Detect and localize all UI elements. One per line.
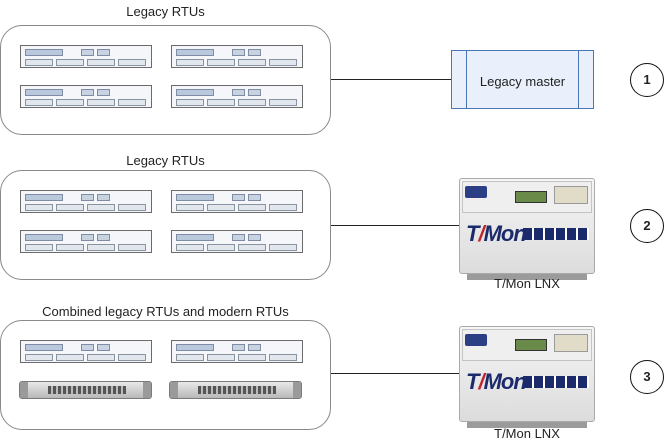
- dps-logo-icon: [465, 334, 487, 346]
- legacy-rtu: [171, 190, 303, 213]
- group-3-title: Combined legacy RTUs and modern RTUs: [42, 304, 289, 319]
- lcd-display-icon: [515, 191, 547, 203]
- step-badge-3: 3: [630, 360, 664, 394]
- connector-line-3: [331, 373, 459, 374]
- legacy-master-box: Legacy master: [451, 50, 594, 109]
- legacy-rtu: [171, 85, 303, 108]
- dps-logo-icon: [465, 186, 487, 198]
- timon-brand-mark: T/Mon: [466, 369, 527, 394]
- connector-line-2: [331, 225, 459, 226]
- legacy-rtu: [20, 340, 152, 363]
- connector-line-1: [331, 79, 451, 80]
- rtu-group-2: [0, 170, 331, 280]
- modern-rtu: [169, 381, 302, 399]
- legacy-rtu: [171, 340, 303, 363]
- rtu-group-1: [0, 25, 331, 135]
- drive-bay-icon: [554, 334, 588, 352]
- rtu-group-3: [0, 320, 331, 430]
- timon-lnx-device: T/Mon: [459, 326, 595, 428]
- timon-lnx-device: T/Mon: [459, 178, 595, 280]
- timon-caption-1: T/Mon LNX: [494, 276, 560, 291]
- group-2-title: Legacy RTUs: [126, 153, 205, 168]
- group-1-title: Legacy RTUs: [126, 4, 205, 19]
- legacy-rtu: [171, 230, 303, 253]
- step-badge-2: 2: [630, 209, 664, 243]
- step-badge-1: 1: [630, 63, 664, 97]
- lcd-display-icon: [515, 339, 547, 351]
- timon-caption-2: T/Mon LNX: [494, 426, 560, 441]
- legacy-rtu: [20, 45, 152, 68]
- timon-brand-mark: T/Mon: [466, 221, 527, 246]
- legacy-rtu: [20, 230, 152, 253]
- lnx-badge-icon: [523, 376, 589, 388]
- drive-bay-icon: [554, 186, 588, 204]
- modern-rtu: [19, 381, 152, 399]
- lnx-badge-icon: [523, 228, 589, 240]
- legacy-rtu: [20, 85, 152, 108]
- legacy-master-label: Legacy master: [479, 74, 566, 89]
- legacy-rtu: [171, 45, 303, 68]
- legacy-rtu: [20, 190, 152, 213]
